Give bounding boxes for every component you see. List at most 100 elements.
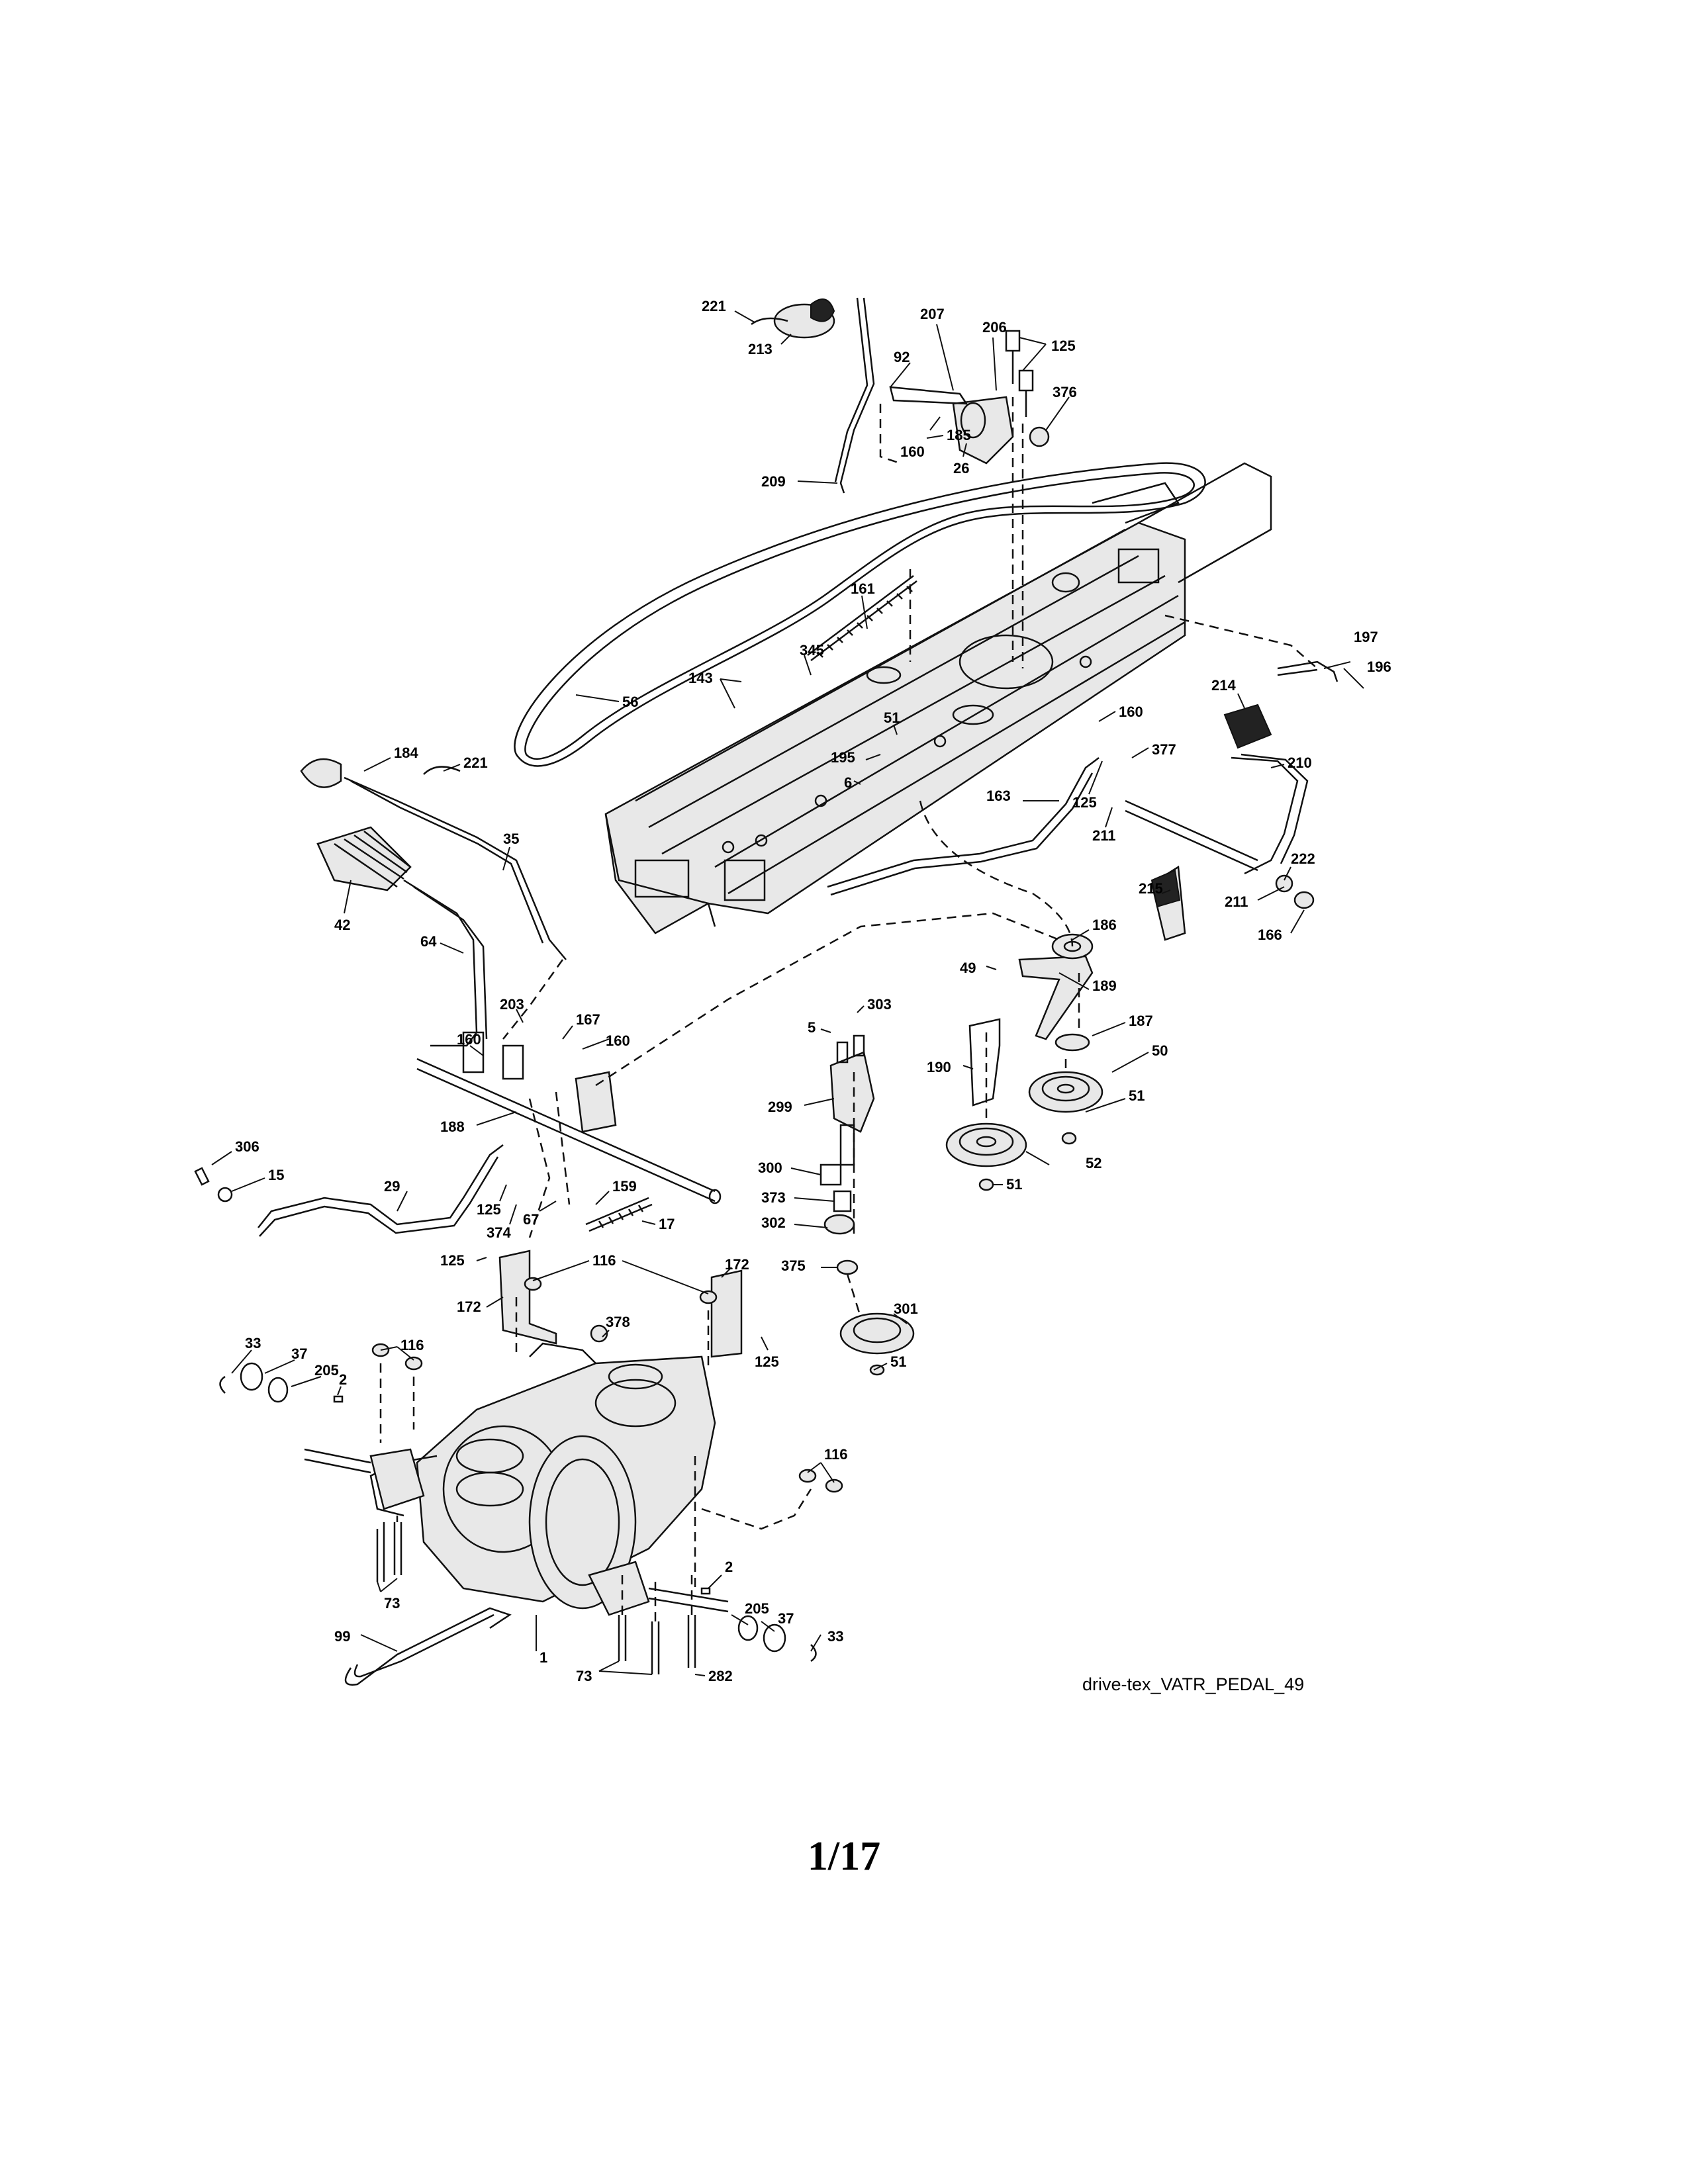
callout-222: 222 bbox=[1291, 850, 1315, 867]
callout-6: 6 bbox=[844, 774, 852, 791]
rod-29 bbox=[194, 1144, 504, 1237]
callout-51: 51 bbox=[884, 709, 900, 726]
leader-lines bbox=[211, 310, 1364, 1676]
bypass-rod-99 bbox=[344, 1607, 512, 1686]
callout-37: 37 bbox=[778, 1610, 794, 1627]
callout-73: 73 bbox=[576, 1668, 592, 1684]
callout-211: 211 bbox=[1225, 893, 1248, 910]
callout-373: 373 bbox=[761, 1189, 786, 1206]
callout-2: 2 bbox=[725, 1559, 733, 1575]
callout-51: 51 bbox=[1129, 1087, 1145, 1104]
forward-pedal-assembly bbox=[1125, 660, 1338, 941]
callout-73: 73 bbox=[384, 1595, 400, 1612]
callout-302: 302 bbox=[761, 1214, 786, 1231]
drive-belt bbox=[514, 462, 1206, 767]
shift-lever-assembly bbox=[751, 297, 875, 494]
callout-116: 116 bbox=[824, 1446, 848, 1463]
callout-125: 125 bbox=[440, 1252, 465, 1269]
callout-214: 214 bbox=[1211, 677, 1236, 694]
callout-185: 185 bbox=[947, 427, 971, 443]
callout-160: 160 bbox=[900, 443, 925, 460]
callout-159: 159 bbox=[612, 1178, 637, 1195]
brake-pedal bbox=[316, 826, 488, 1047]
cross-shaft bbox=[416, 1031, 722, 1205]
callout-33: 33 bbox=[827, 1628, 843, 1645]
callout-51: 51 bbox=[1006, 1176, 1022, 1193]
callout-210: 210 bbox=[1288, 754, 1312, 771]
callout-99: 99 bbox=[334, 1628, 350, 1645]
callout-17: 17 bbox=[659, 1216, 675, 1232]
callout-116: 116 bbox=[592, 1252, 616, 1269]
callout-67: 67 bbox=[523, 1211, 539, 1228]
callout-160: 160 bbox=[606, 1032, 630, 1049]
callout-196: 196 bbox=[1367, 659, 1391, 675]
callout-300: 300 bbox=[758, 1160, 782, 1176]
callout-172: 172 bbox=[725, 1256, 749, 1273]
callout-125: 125 bbox=[477, 1201, 501, 1218]
callout-301: 301 bbox=[894, 1300, 918, 1317]
bracket-172-left bbox=[498, 1250, 557, 1345]
callout-206: 206 bbox=[982, 319, 1007, 336]
callout-209: 209 bbox=[761, 473, 786, 490]
callout-186: 186 bbox=[1092, 917, 1117, 933]
callout-167: 167 bbox=[576, 1011, 600, 1028]
diagram-code: drive-tex_VATR_PEDAL_49 bbox=[1082, 1674, 1305, 1694]
callout-195: 195 bbox=[831, 749, 855, 766]
callout-184: 184 bbox=[394, 745, 418, 761]
callout-52: 52 bbox=[1086, 1155, 1102, 1171]
callout-125: 125 bbox=[1051, 338, 1076, 354]
callout-207: 207 bbox=[920, 306, 945, 322]
extension-spring-17 bbox=[585, 1197, 653, 1232]
callout-160: 160 bbox=[1119, 704, 1143, 720]
callout-labels: 221 213 207 206 125 92 376 160 26 209 18… bbox=[235, 298, 1391, 1684]
callout-205: 205 bbox=[314, 1362, 339, 1379]
callout-5: 5 bbox=[808, 1019, 816, 1036]
callout-303: 303 bbox=[867, 996, 892, 1013]
callout-376: 376 bbox=[1053, 384, 1077, 400]
callout-189: 189 bbox=[1092, 978, 1117, 994]
callout-1: 1 bbox=[539, 1649, 547, 1666]
callout-161: 161 bbox=[851, 580, 875, 597]
callout-15: 15 bbox=[268, 1167, 284, 1183]
callout-205: 205 bbox=[745, 1600, 769, 1617]
bracket-172-right bbox=[710, 1269, 743, 1358]
chassis-frame bbox=[604, 462, 1272, 934]
callout-215: 215 bbox=[1139, 880, 1163, 897]
callout-37: 37 bbox=[291, 1345, 307, 1362]
axle-hardware-right bbox=[700, 1587, 817, 1662]
callout-374: 374 bbox=[487, 1224, 511, 1241]
callout-33: 33 bbox=[245, 1335, 261, 1351]
callout-50: 50 bbox=[1152, 1042, 1168, 1059]
rod-35 bbox=[300, 758, 567, 960]
callout-213: 213 bbox=[748, 341, 773, 357]
callout-187: 187 bbox=[1129, 1013, 1153, 1029]
pulley-bracket-299 bbox=[820, 1034, 915, 1376]
callout-51: 51 bbox=[890, 1353, 906, 1370]
callout-92: 92 bbox=[894, 349, 910, 365]
callout-160: 160 bbox=[457, 1031, 481, 1048]
transaxle-bolts bbox=[376, 1522, 696, 1674]
callout-197: 197 bbox=[1354, 629, 1378, 645]
callout-282: 282 bbox=[708, 1668, 733, 1684]
callout-163: 163 bbox=[986, 788, 1011, 804]
callout-188: 188 bbox=[440, 1118, 465, 1135]
callout-221: 221 bbox=[463, 754, 488, 771]
callout-166: 166 bbox=[1258, 927, 1282, 943]
callout-2: 2 bbox=[339, 1371, 347, 1388]
callout-172: 172 bbox=[457, 1298, 481, 1315]
callout-378: 378 bbox=[606, 1314, 630, 1330]
callout-377: 377 bbox=[1152, 741, 1176, 758]
shift-bracket bbox=[889, 330, 1050, 465]
page-number: 1/17 bbox=[807, 1834, 881, 1879]
callout-203: 203 bbox=[500, 996, 524, 1013]
callout-26: 26 bbox=[953, 460, 969, 477]
axle-hardware-left bbox=[219, 1362, 344, 1403]
callout-306: 306 bbox=[235, 1138, 259, 1155]
callout-143: 143 bbox=[688, 670, 713, 686]
callout-375: 375 bbox=[781, 1257, 806, 1274]
callout-211: 211 bbox=[1092, 827, 1116, 844]
callout-125: 125 bbox=[755, 1353, 779, 1370]
callout-116: 116 bbox=[400, 1337, 424, 1353]
callout-125: 125 bbox=[1072, 794, 1097, 811]
